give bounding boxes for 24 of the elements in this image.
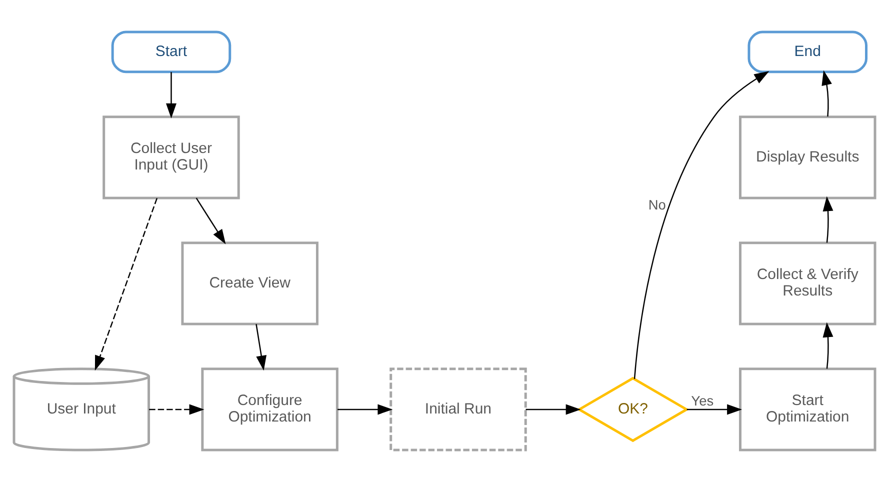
edge-label: Yes [691,393,714,408]
edge-label: No [648,198,666,213]
node-box: Collect & Verify Results [738,242,876,326]
node-box: Display Results [738,116,876,200]
node-box: Start Optimization [738,368,876,452]
arrow [196,198,226,244]
node-box: Create View [181,242,318,326]
arrow [822,70,832,117]
node-box: Configure Optimization [201,368,338,452]
arrow [634,71,770,379]
arrow [686,404,742,415]
arrow [822,322,834,369]
arrow [822,196,834,243]
arrow [149,404,204,415]
arrow [166,72,176,118]
arrow [94,198,158,371]
arrow [338,404,393,415]
node-box: End [748,30,868,74]
arrow [526,404,581,415]
node-box: Collect User Input (GUI) [102,116,240,200]
node-diamond: OK? [576,376,690,442]
node-box: Start [111,30,232,74]
node-box: Initial Run [390,368,527,452]
arrow [256,324,267,371]
